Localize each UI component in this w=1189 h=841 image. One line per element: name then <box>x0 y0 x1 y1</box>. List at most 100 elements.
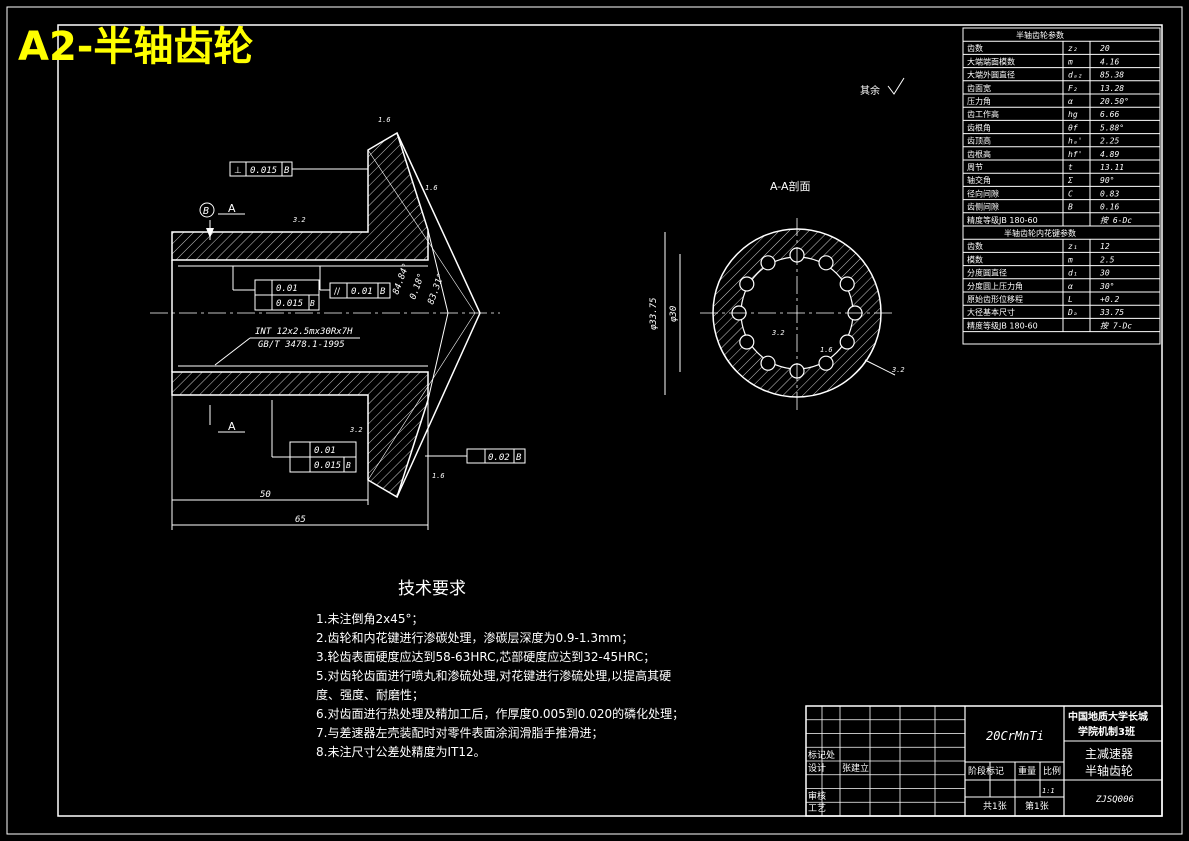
param-cell: hₐ' <box>1068 137 1082 146</box>
requirement-line: 3.轮齿表面硬度应达到58-63HRC,芯部硬度应达到32-45HRC； <box>316 649 655 664</box>
param-cell: dₐ₂ <box>1068 71 1082 80</box>
part-name: 半轴齿轮 <box>1085 763 1133 778</box>
spline-tooth <box>739 334 755 350</box>
param-cell: 分度圆上压力角 <box>967 281 1023 291</box>
param-cell: 大端端面模数 <box>967 56 1015 66</box>
dim-length-50: 50 <box>260 490 271 500</box>
param-cell: 齿工作高 <box>967 109 999 119</box>
spline-tooth <box>818 355 834 371</box>
param-cell: 6.66 <box>1100 110 1119 119</box>
param-cell: 压力角 <box>967 96 991 106</box>
param-cell: 大径基本尺寸 <box>967 307 1015 317</box>
spline-tooth <box>839 276 855 292</box>
svg-text:3.2: 3.2 <box>292 216 306 224</box>
param-cell: 2.5 <box>1100 255 1115 264</box>
param-cell: 30 <box>1099 269 1110 278</box>
spline-tooth <box>839 334 855 350</box>
angle-1: 84.84° <box>391 262 412 296</box>
svg-text:3.2: 3.2 <box>771 329 785 337</box>
tol-parallel: 0.01 <box>351 287 373 297</box>
title-block: 20CrMnTi 中国地质大学长城 学院机制3班 主减速器 半轴齿轮 ZJSQ0… <box>805 705 1163 817</box>
param-cell: m <box>1067 255 1073 264</box>
svg-text:1.6: 1.6 <box>432 472 445 480</box>
param-cell: 按 6-Dc <box>1100 216 1132 225</box>
svg-text:⊥: ⊥ <box>234 166 242 176</box>
drawing-code: ZJSQ006 <box>1095 795 1134 805</box>
dia-outer: φ33.75 <box>649 297 659 330</box>
svg-text:阶段标记: 阶段标记 <box>968 765 1004 777</box>
angle-2: 0.18° <box>408 272 427 301</box>
requirement-line: 度、强度、耐磨性； <box>316 687 424 702</box>
param-table-header: 半轴齿轮内花键参数 <box>1004 228 1076 238</box>
svg-text:重量: 重量 <box>1018 765 1036 777</box>
svg-text:1.6: 1.6 <box>425 184 438 192</box>
datum-b: B <box>203 206 209 217</box>
drawing-title: A2-半轴齿轮 <box>18 24 253 70</box>
param-cell: 周节 <box>967 163 983 172</box>
param-cell: 13.11 <box>1100 163 1124 172</box>
param-cell: 齿侧间隙 <box>967 202 999 212</box>
param-cell: 20 <box>1100 44 1110 53</box>
designer-label: 设计 <box>808 762 826 774</box>
param-cell: 齿根角 <box>967 122 991 132</box>
tol-runout-1: 0.01 <box>276 284 298 294</box>
param-cell: Σ <box>1067 176 1073 185</box>
param-cell: d₁ <box>1068 269 1078 278</box>
param-cell: 大端外圆直径 <box>967 70 1015 80</box>
spline-note-2: GB/T 3478.1-1995 <box>258 340 345 350</box>
section-aa-view: A-A剖面 φ33.75 φ30 3.2 1.6 3.2 <box>649 179 905 410</box>
svg-text:B: B <box>516 453 522 463</box>
param-cell: 径向间隙 <box>967 188 999 198</box>
school-line1: 中国地质大学长城 <box>1068 710 1148 723</box>
param-cell: 4.16 <box>1100 57 1119 66</box>
tol-runout-3: 0.01 <box>314 446 336 456</box>
requirement-line: 2.齿轮和内花键进行渗碳处理，渗碳层深度为0.9-1.3mm； <box>316 630 633 645</box>
svg-text:3.2: 3.2 <box>349 426 363 434</box>
param-cell: 齿数 <box>967 241 983 251</box>
param-cell: α <box>1068 282 1073 291</box>
dia-inner: φ30 <box>669 306 679 322</box>
svg-text:B: B <box>310 299 315 308</box>
section-mark-a-top: A <box>228 202 236 215</box>
requirement-line: 8.未注尺寸公差处精度为IT12。 <box>316 744 486 759</box>
svg-text:3.2: 3.2 <box>891 366 905 374</box>
param-cell: θf <box>1068 123 1078 132</box>
spline-note-1: INT 12x2.5mx30Rx7H <box>255 327 353 337</box>
param-cell: +0.2 <box>1100 295 1119 304</box>
svg-text:B: B <box>380 287 386 297</box>
param-cell: 20.50° <box>1100 97 1129 106</box>
svg-text:B: B <box>346 461 351 470</box>
section-aa-title: A-A剖面 <box>770 179 811 193</box>
param-cell: Dₐ <box>1067 308 1078 317</box>
tol-perp-value: 0.015 <box>250 166 277 176</box>
outer-border <box>6 6 1183 835</box>
svg-text:处: 处 <box>826 749 835 761</box>
requirement-line: 7.与差速器左壳装配时对零件表面涂润滑脂手推滑进； <box>316 725 603 740</box>
param-cell: 齿数 <box>967 43 983 53</box>
dim-length-65: 65 <box>295 515 306 525</box>
sheet-number: 第1张 <box>1025 800 1049 812</box>
param-cell: z₂ <box>1068 44 1078 53</box>
requirement-line: 1.未注倒角2x45°； <box>316 611 423 626</box>
param-cell: 轴交角 <box>967 175 991 185</box>
requirements-heading: 技术要求 <box>398 579 466 599</box>
scale: 1:1 <box>1042 787 1055 795</box>
spline-tooth <box>739 276 755 292</box>
remaining-roughness: 其余 <box>860 84 880 97</box>
param-cell: 分度圆直径 <box>967 268 1007 278</box>
param-cell: 按 7-Dc <box>1100 321 1132 330</box>
param-cell: 0.83 <box>1100 189 1119 198</box>
param-cell: 精度等级JB 180-60 <box>967 215 1038 225</box>
param-cell: 齿顶高 <box>967 136 991 146</box>
param-cell: 模数 <box>967 254 983 264</box>
tol-cone-runout: 0.02 <box>488 453 510 463</box>
angle-3: 83.31° <box>426 272 447 306</box>
svg-text:比例: 比例 <box>1043 765 1061 777</box>
tol-runout-4: 0.015 <box>314 461 341 471</box>
param-cell: B <box>1068 203 1073 212</box>
param-cell: L <box>1068 295 1073 304</box>
tol-runout-2: 0.015 <box>276 299 303 309</box>
param-cell: z₁ <box>1068 242 1078 251</box>
technical-requirements: 技术要求 1.未注倒角2x45°； 2.齿轮和内花键进行渗碳处理，渗碳层深度为0.… <box>316 579 684 759</box>
